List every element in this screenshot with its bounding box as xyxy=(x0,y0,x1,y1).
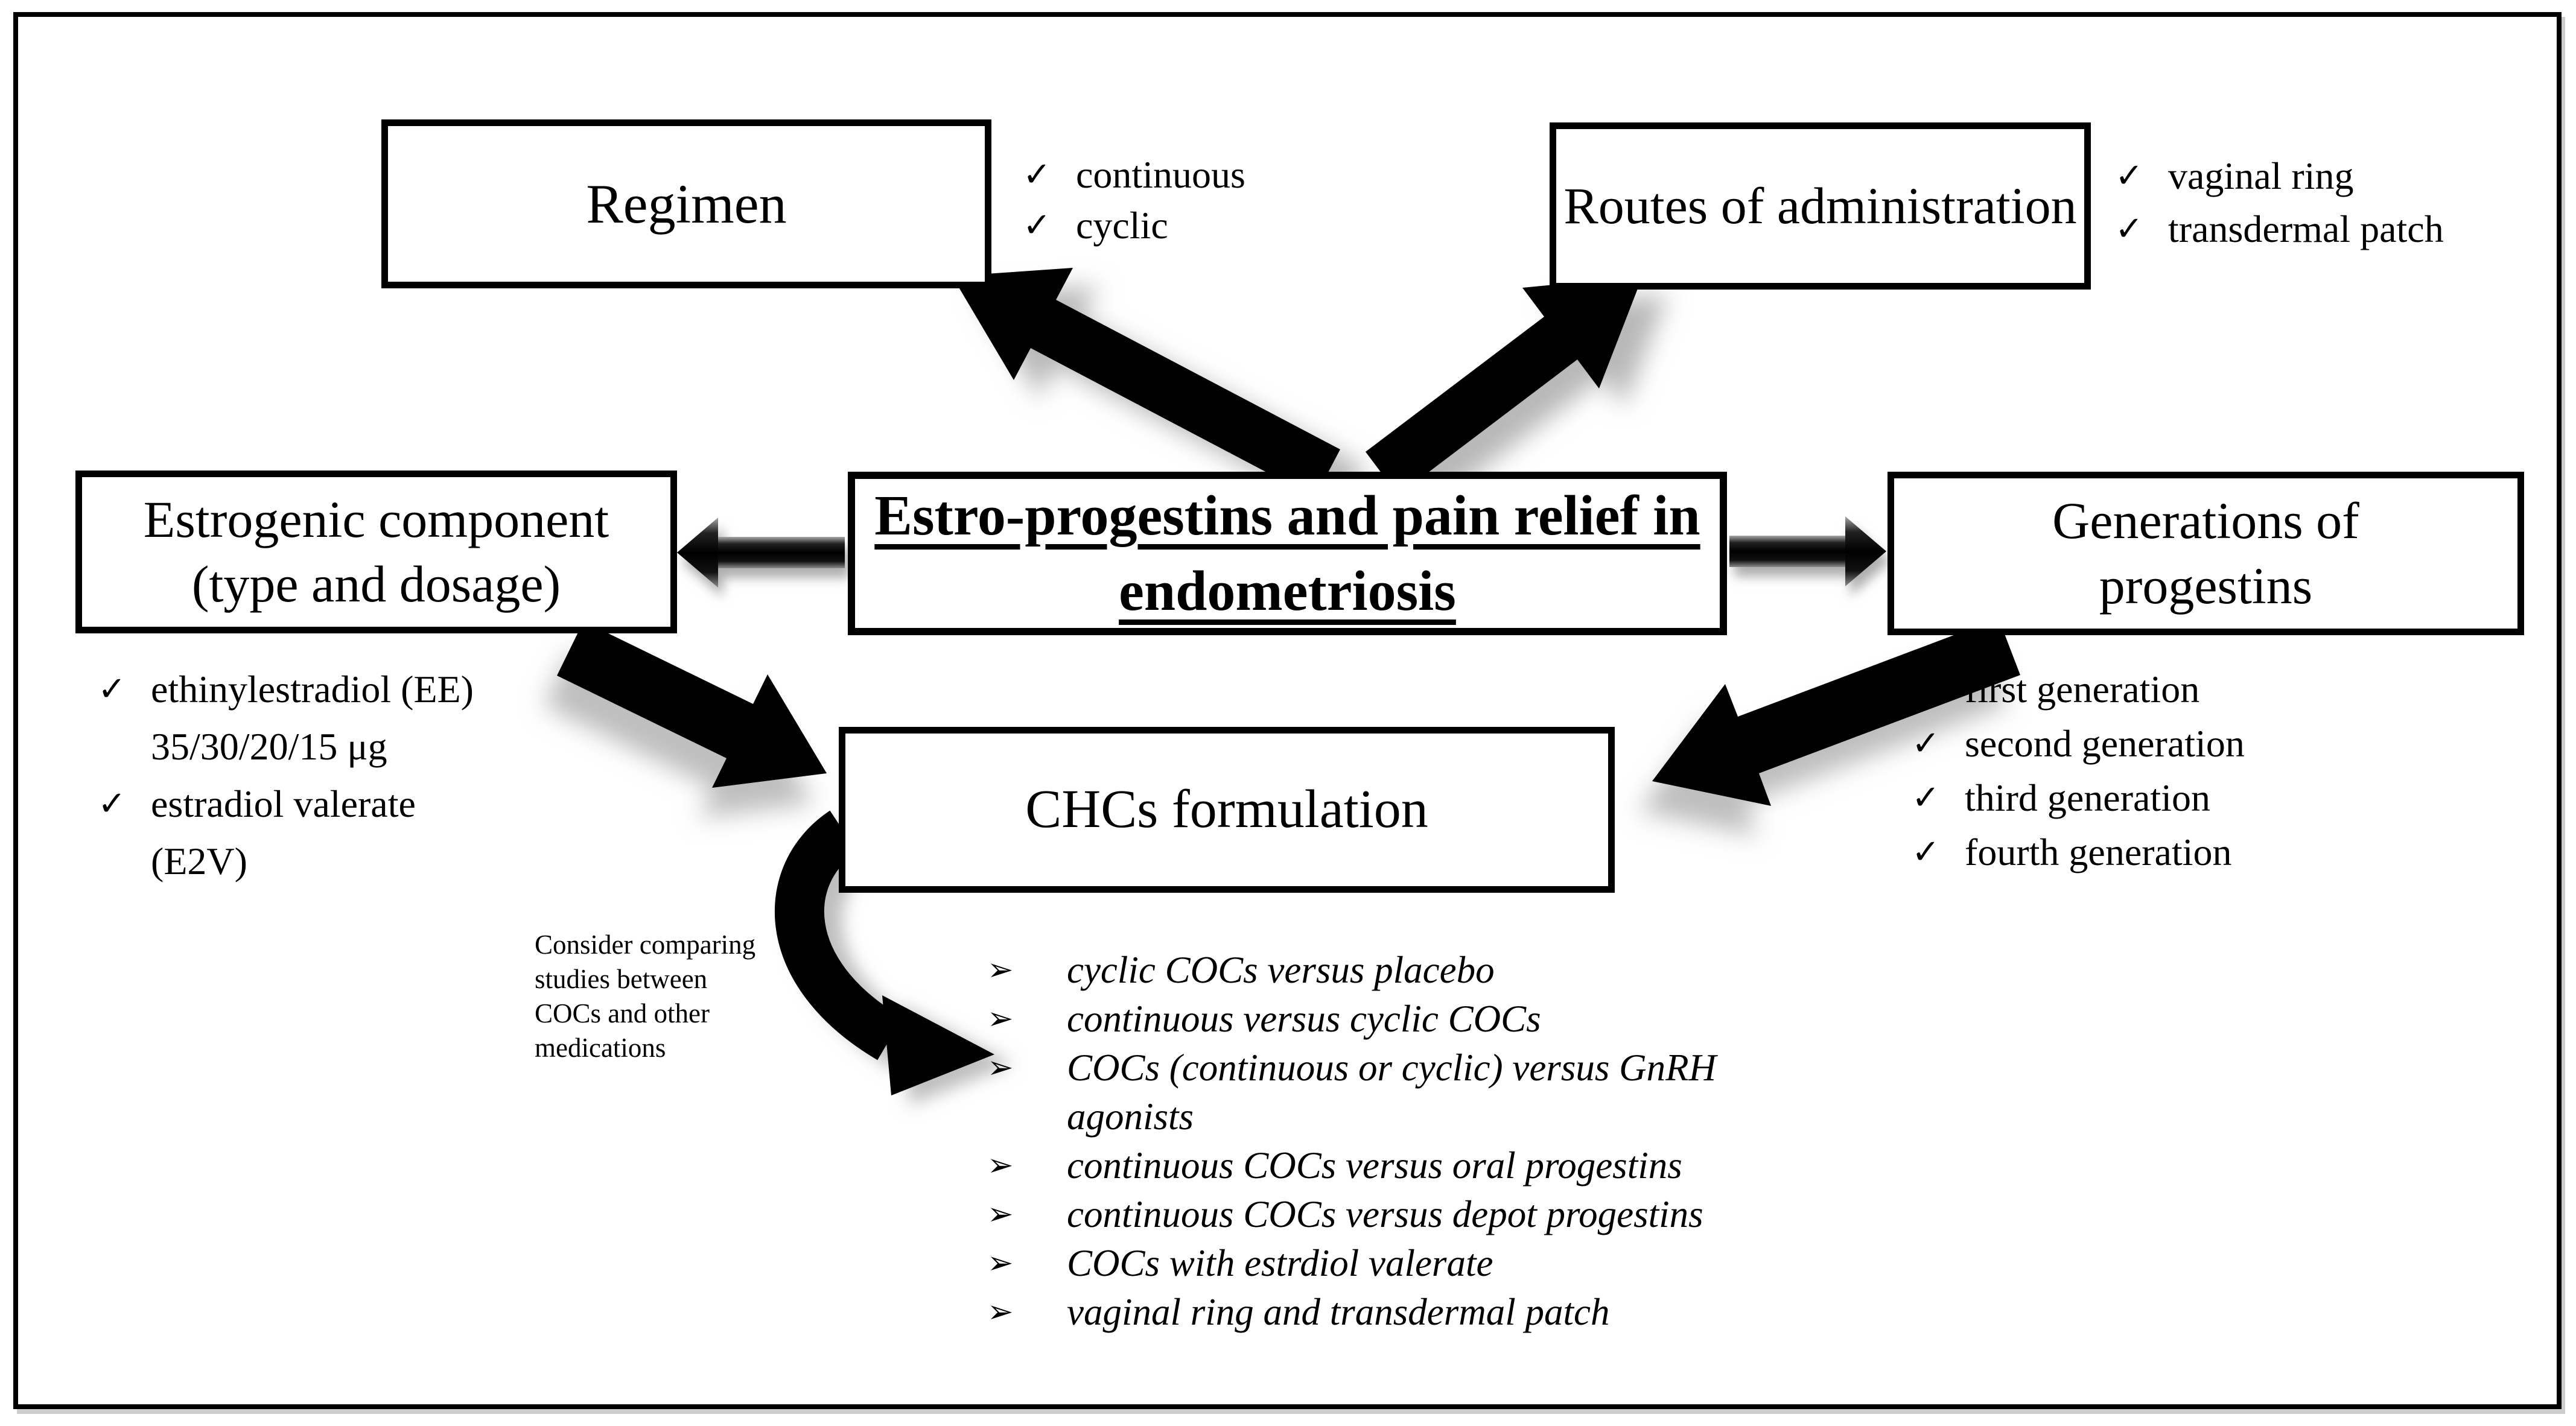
check-icon: ✓ xyxy=(1023,206,1051,245)
list-item-label: transdermal patch xyxy=(2168,208,2444,250)
list-item-label: cyclic xyxy=(1076,204,1168,247)
check-icon: ✓ xyxy=(1912,724,1940,763)
list-item-label: continuous versus cyclic COCs xyxy=(1067,995,1541,1044)
list-item: ✓ second generation xyxy=(1912,717,2245,771)
list-item: ✓ estradiol valerate (E2V) xyxy=(98,775,474,890)
regimen-box-label: Regimen xyxy=(586,173,787,235)
list-item: ➢ COCs with estrdiol valerate xyxy=(987,1239,1716,1288)
list-item-label: third generation xyxy=(1965,776,2210,819)
chcs-formulation-box: CHCs formulation xyxy=(839,727,1615,893)
estrogen-options-list: ✓ ethinylestradiol (EE) 35/30/20/15 μg ✓… xyxy=(98,661,474,890)
note-line: COCs and other xyxy=(535,998,710,1028)
list-item-label: cyclic COCs versus placebo xyxy=(1067,946,1495,995)
check-icon: ✓ xyxy=(1023,155,1051,194)
routes-box-label: Routes of administration xyxy=(1563,176,2077,235)
list-item-label: vaginal ring xyxy=(2168,154,2354,197)
list-item: ✓ continuous xyxy=(1023,150,1245,200)
arrowhead-bullet-icon: ➢ xyxy=(987,1147,1014,1184)
list-item-label: continuous COCs versus depot progestins xyxy=(1067,1190,1703,1239)
check-icon: ✓ xyxy=(98,670,126,709)
generation-options-list: ✓ first generation ✓ second generation ✓… xyxy=(1912,662,2245,879)
arrowhead-bullet-icon: ➢ xyxy=(987,1001,1014,1037)
note-line: medications xyxy=(535,1033,666,1063)
list-item-line1: estradiol valerate xyxy=(151,782,416,825)
list-item-line1: ethinylestradiol (EE) xyxy=(151,668,474,711)
list-item: ➢ cyclic COCs versus placebo xyxy=(987,946,1716,995)
estrogenic-component-box: Estrogenic component (type and dosage) xyxy=(75,471,677,633)
list-item-label: estradiol valerate (E2V) xyxy=(151,775,416,890)
generations-of-progestins-box: Generations of progestins xyxy=(1887,472,2524,635)
list-item-label: fourth generation xyxy=(1965,831,2232,873)
generations-box-label-line2: progestins xyxy=(2099,556,2313,615)
list-item-line1: continuous COCs versus depot progestins xyxy=(1067,1193,1703,1235)
note-line: studies between xyxy=(535,964,708,994)
arrowhead-bullet-icon: ➢ xyxy=(987,1245,1014,1281)
list-item-label: continuous COCs versus oral progestins xyxy=(1067,1141,1682,1190)
arrowhead-bullet-icon: ➢ xyxy=(987,1196,1014,1232)
list-item: ✓ first generation xyxy=(1912,662,2245,717)
estrogenic-box-label-line2: (type and dosage) xyxy=(191,555,561,613)
list-item-label: vaginal ring and transdermal patch xyxy=(1067,1288,1609,1337)
check-icon: ✓ xyxy=(2115,209,2143,249)
list-item-line1: continuous versus cyclic COCs xyxy=(1067,998,1541,1040)
arrowhead-bullet-icon: ➢ xyxy=(987,1050,1014,1086)
list-item-line1: COCs with estrdiol valerate xyxy=(1067,1242,1493,1284)
list-item-line2: agonists xyxy=(1067,1095,1194,1138)
list-item: ✓ fourth generation xyxy=(1912,825,2245,879)
routes-options-list: ✓ vaginal ring ✓ transdermal patch xyxy=(2115,150,2444,256)
list-item-label: first generation xyxy=(1965,668,2200,711)
list-item-line1: cyclic COCs versus placebo xyxy=(1067,949,1495,991)
central-title-box: Estro-progestins and pain relief in endo… xyxy=(848,472,1727,635)
list-item-label: COCs with estrdiol valerate xyxy=(1067,1239,1493,1288)
list-item: ✓ cyclic xyxy=(1023,200,1245,251)
note-line: Consider comparing xyxy=(535,930,756,960)
list-item-label: continuous xyxy=(1076,153,1245,196)
list-item: ➢ continuous COCs versus depot progestin… xyxy=(987,1190,1716,1239)
list-item: ✓ ethinylestradiol (EE) 35/30/20/15 μg xyxy=(98,661,474,775)
check-icon: ✓ xyxy=(1912,778,1940,817)
generations-box-label-line1: Generations of xyxy=(2052,492,2359,550)
list-item-line2: 35/30/20/15 μg xyxy=(151,725,387,768)
check-icon: ✓ xyxy=(1912,832,1940,872)
chcs-box-label: CHCs formulation xyxy=(1025,779,1428,840)
list-item: ➢ vaginal ring and transdermal patch xyxy=(987,1288,1716,1337)
comparison-note: Consider comparing studies between COCs … xyxy=(535,928,794,1065)
central-title-line1: Estro-progestins and pain relief in xyxy=(874,484,1700,548)
list-item: ✓ transdermal patch xyxy=(2115,203,2444,256)
list-item: ➢ continuous COCs versus oral progestins xyxy=(987,1141,1716,1190)
check-icon: ✓ xyxy=(98,784,126,823)
list-item: ➢ continuous versus cyclic COCs xyxy=(987,995,1716,1044)
routes-of-administration-box: Routes of administration xyxy=(1550,122,2091,290)
list-item-label: ethinylestradiol (EE) 35/30/20/15 μg xyxy=(151,661,474,775)
list-item-line1: COCs (continuous or cyclic) versus GnRH xyxy=(1067,1047,1717,1089)
list-item: ➢ COCs (continuous or cyclic) versus GnR… xyxy=(987,1044,1716,1141)
list-item-label: second generation xyxy=(1965,722,2245,765)
check-icon: ✓ xyxy=(2115,156,2143,195)
list-item-label: COCs (continuous or cyclic) versus GnRH … xyxy=(1067,1044,1716,1141)
comparison-studies-list: ➢ cyclic COCs versus placebo ➢ continuou… xyxy=(987,946,1716,1337)
list-item-line1: continuous COCs versus oral progestins xyxy=(1067,1144,1682,1187)
check-icon: ✓ xyxy=(1912,670,1940,709)
arrowhead-bullet-icon: ➢ xyxy=(987,1294,1014,1330)
list-item: ✓ third generation xyxy=(1912,771,2245,825)
regimen-box: Regimen xyxy=(381,119,991,288)
estrogenic-box-label-line1: Estrogenic component xyxy=(143,490,609,548)
regimen-options-list: ✓ continuous ✓ cyclic xyxy=(1023,150,1245,251)
central-title-line2: endometriosis xyxy=(1119,559,1456,623)
arrowhead-bullet-icon: ➢ xyxy=(987,952,1014,988)
list-item-line2: (E2V) xyxy=(151,840,247,883)
list-item: ✓ vaginal ring xyxy=(2115,150,2444,203)
outer-frame xyxy=(13,12,2562,1409)
list-item-line1: vaginal ring and transdermal patch xyxy=(1067,1291,1610,1333)
